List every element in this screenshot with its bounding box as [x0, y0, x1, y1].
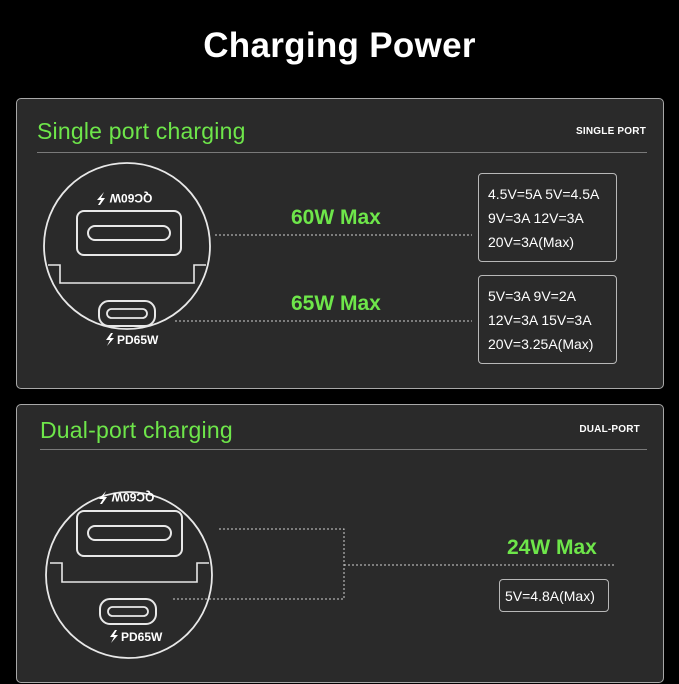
dual-max-watt: 24W Max [507, 536, 597, 559]
single-port-heading: Single port charging [37, 118, 246, 144]
usb-c-port-outline [99, 598, 157, 625]
dual-port-panel: Dual-port charging DUAL-PORT QC60W PD65W… [16, 404, 664, 683]
single-port-tag: SINGLE PORT [576, 126, 646, 137]
single-port-panel: Single port charging SINGLE PORT QC60W P… [16, 98, 664, 389]
dual-port-heading: Dual-port charging [40, 417, 233, 443]
lightning-bolt-icon [110, 630, 118, 643]
usb-a-spec-box: 4.5V=5A 5V=4.5A 9V=3A 12V=3A 20V=3A(Max) [478, 173, 617, 262]
spec-line: 5V=4.8A(Max) [505, 588, 595, 604]
dual-leader-bracket [173, 528, 345, 600]
usb-a-port-outline [76, 510, 183, 557]
usb-a-port-inner [87, 525, 172, 541]
single-port-divider [37, 152, 647, 153]
spec-line: 20V=3A(Max) [488, 234, 574, 250]
usb-c-port-outline [98, 300, 156, 327]
usb-a-max-watt: 60W Max [291, 206, 381, 229]
lightning-bolt-icon [106, 333, 114, 346]
lightning-bolt-icon [99, 491, 107, 504]
dual-port-tag: DUAL-PORT [579, 424, 640, 435]
spec-line: 12V=3A 15V=3A [488, 312, 592, 328]
usb-a-port-outline [76, 210, 182, 256]
pd65w-label: PD65W [121, 630, 163, 644]
spec-line: 4.5V=5A 5V=4.5A [488, 186, 600, 202]
usb-a-port-inner [87, 225, 171, 241]
qc60w-label: QC60W [111, 490, 154, 504]
spec-line: 5V=3A 9V=2A [488, 288, 576, 304]
dual-spec-box: 5V=4.8A(Max) [499, 579, 609, 612]
charger-face-outline [43, 162, 211, 330]
dual-port-charger-diagram: QC60W PD65W [45, 490, 614, 659]
single-port-charger-diagram: QC60W PD65W [43, 162, 472, 347]
usb-c-spec-box: 5V=3A 9V=2A 12V=3A 15V=3A 20V=3.25A(Max) [478, 275, 617, 364]
dual-port-divider [40, 449, 647, 450]
pd65w-label: PD65W [117, 333, 159, 347]
usb-c-port-inner [107, 606, 149, 617]
usb-c-max-watt: 65W Max [291, 292, 381, 315]
charger-notch-line [50, 562, 209, 583]
qc60w-label: QC60W [109, 191, 152, 205]
charger-notch-line [48, 264, 206, 284]
page-title: Charging Power [203, 26, 476, 65]
spec-line: 20V=3.25A(Max) [488, 336, 594, 352]
spec-line: 9V=3A 12V=3A [488, 210, 584, 226]
lightning-bolt-icon [97, 192, 105, 205]
usb-c-port-inner [106, 308, 148, 319]
